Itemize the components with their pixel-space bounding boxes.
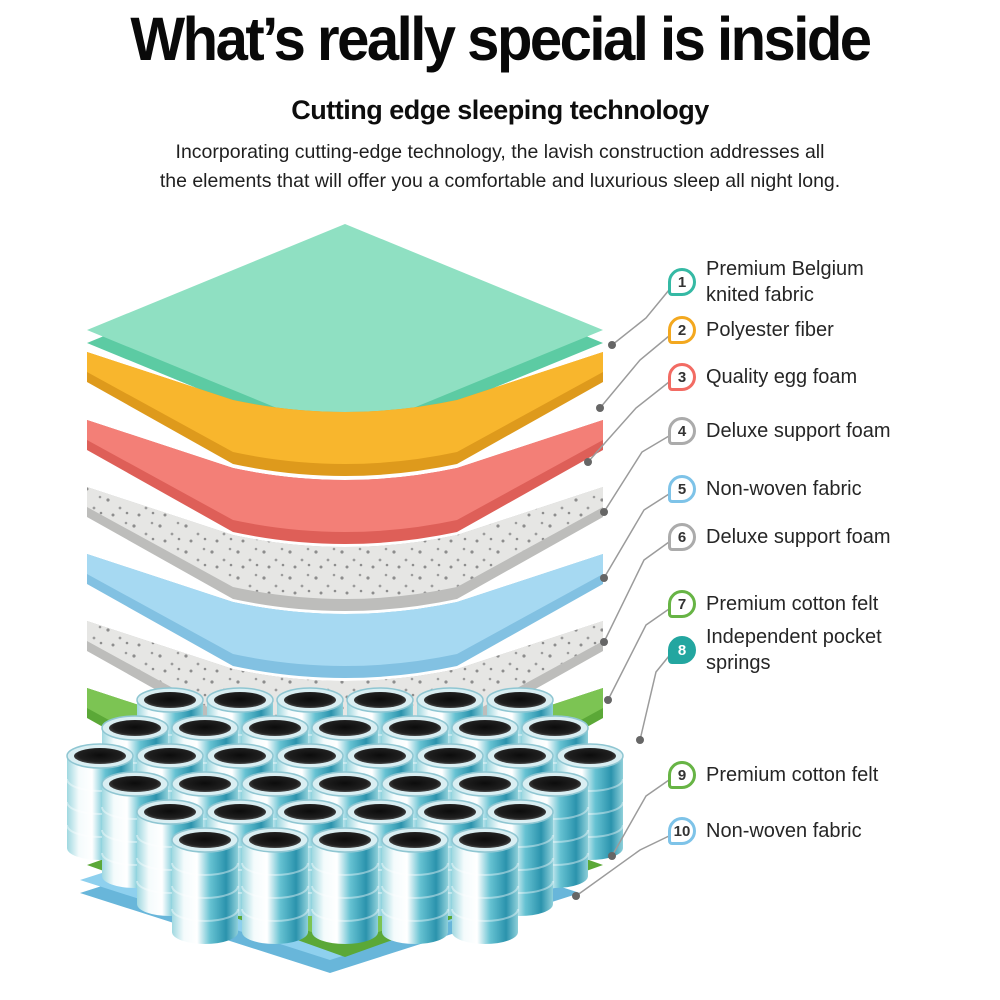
page-title: What’s really special is inside [130, 5, 872, 74]
leader-line-9 [611, 779, 670, 857]
leader-line-2 [599, 335, 670, 409]
pocket-springs-cluster [66, 687, 624, 944]
leader-dot-1 [608, 341, 616, 349]
deluxe-support-foam-upper-speckles [87, 487, 603, 599]
page-subtitle: Cutting edge sleeping technology [291, 95, 709, 125]
leader-dot-10 [572, 892, 580, 900]
leader-line-3 [587, 381, 670, 463]
leader-line-4 [603, 435, 670, 513]
leader-line-5 [603, 493, 670, 579]
premium-belgium-knited-fabric-layer [87, 224, 603, 436]
pocket-spring [311, 827, 379, 944]
header: What’s really special is inside Cutting … [0, 0, 1000, 196]
leader-dot-3 [584, 458, 592, 466]
leader-dot-5 [600, 574, 608, 582]
leader-line-1 [611, 289, 670, 346]
leader-dot-4 [600, 508, 608, 516]
leader-line-7 [607, 608, 670, 701]
leader-line-6 [603, 541, 670, 643]
leader-dot-2 [596, 404, 604, 412]
leader-dot-7 [604, 696, 612, 704]
quality-egg-foam-layer [87, 420, 603, 532]
leader-line-10 [575, 835, 670, 897]
leader-dot-8 [636, 736, 644, 744]
pocket-spring [171, 827, 239, 944]
leader-line-8 [639, 655, 670, 741]
leader-lines [572, 289, 670, 900]
pocket-spring [241, 827, 309, 944]
non-woven-fabric-upper-layer [87, 554, 603, 666]
pocket-spring [451, 827, 519, 944]
page-description: Incorporating cutting-edge technology, t… [159, 141, 841, 192]
polyester-fiber-layer [87, 352, 603, 464]
leader-dot-6 [600, 638, 608, 646]
leader-dot-9 [608, 852, 616, 860]
pocket-spring [381, 827, 449, 944]
